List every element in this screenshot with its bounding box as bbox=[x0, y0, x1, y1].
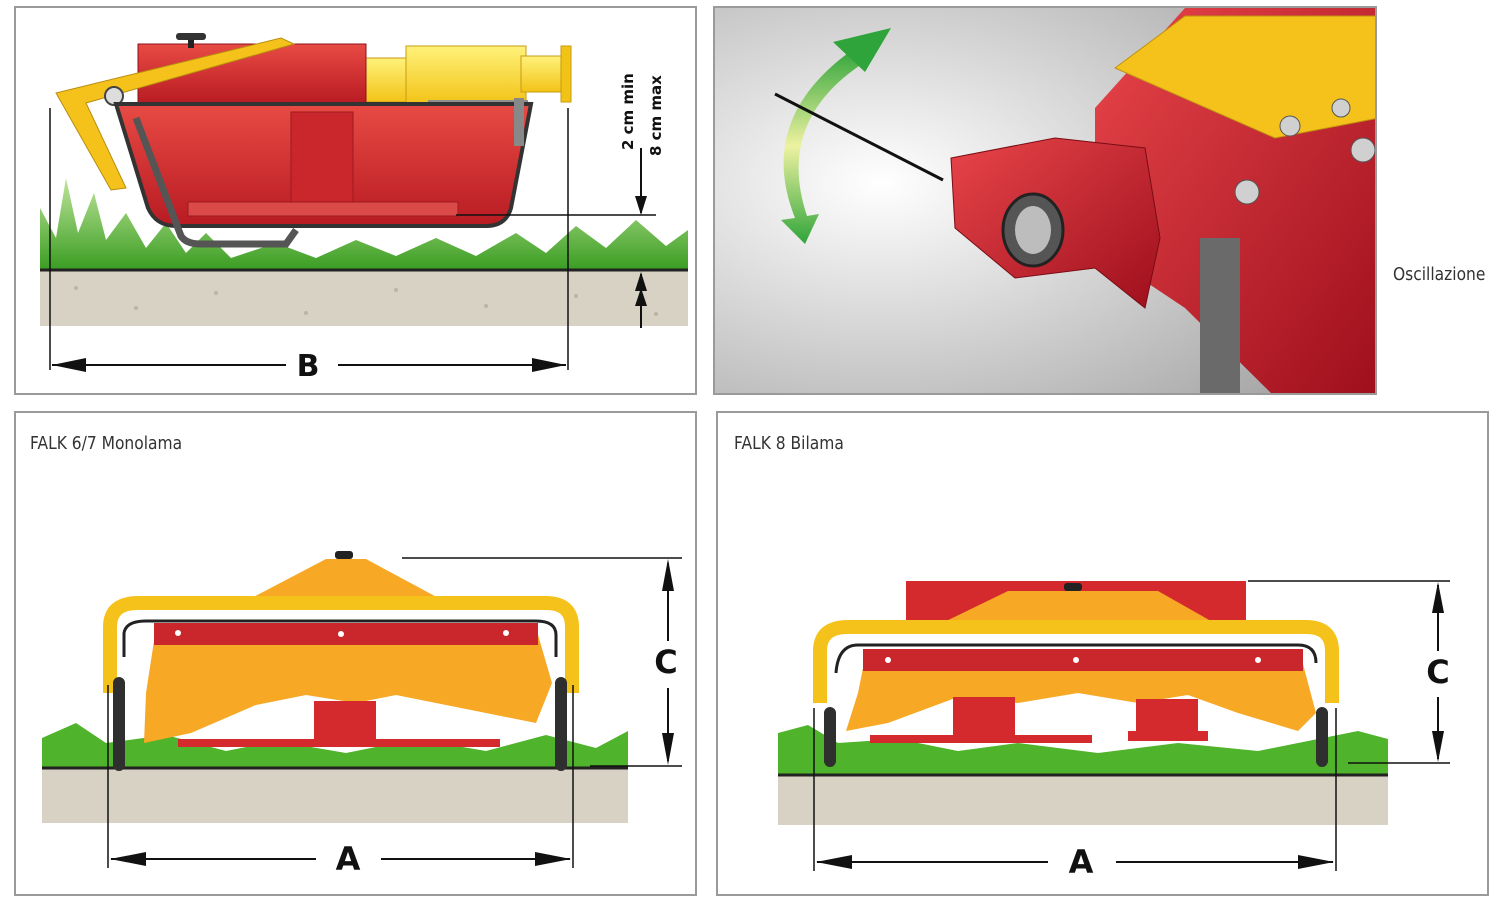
support-post bbox=[1200, 238, 1240, 393]
monolama-title: FALK 6/7 Monolama bbox=[30, 433, 183, 454]
bilama-panel: FALK 8 Bilama C bbox=[716, 411, 1489, 896]
dimension-a-label: A bbox=[1069, 843, 1094, 881]
knob-icon bbox=[176, 33, 206, 40]
blade-disc bbox=[187, 201, 459, 217]
dimension-b-label: B bbox=[297, 349, 320, 384]
oscillation-caption: Oscillazione bbox=[1393, 264, 1486, 285]
skid bbox=[132, 116, 299, 248]
monolama-diagram: C A bbox=[42, 551, 682, 878]
cutter-cover bbox=[144, 628, 552, 743]
bolt-icon bbox=[1234, 179, 1260, 205]
yellow-guard bbox=[813, 620, 1339, 703]
blade-disc bbox=[178, 739, 500, 747]
oscillation-diagram bbox=[715, 8, 1375, 393]
side-view-diagram: B 2 cm min 8 cm max bbox=[40, 33, 688, 384]
blade-disc-right bbox=[1128, 731, 1208, 741]
bilama-title: FALK 8 Bilama bbox=[734, 433, 844, 454]
cutter-cover bbox=[846, 653, 1316, 731]
pivot-bushing bbox=[1015, 206, 1051, 254]
oscillation-panel bbox=[713, 6, 1377, 395]
knob-icon bbox=[1064, 583, 1082, 591]
blade-disc-left bbox=[870, 735, 1092, 743]
cardan-shaft bbox=[405, 45, 527, 105]
yellow-guard bbox=[55, 37, 296, 191]
dimension-c-label: C bbox=[1426, 653, 1449, 691]
side-view-panel: B 2 cm min 8 cm max bbox=[14, 6, 697, 395]
monolama-panel: FALK 6/7 Monolama C A bbox=[14, 411, 697, 896]
height-max-label: 8 cm max bbox=[647, 75, 665, 156]
grass bbox=[778, 725, 1388, 775]
dimension-c-label: C bbox=[654, 643, 677, 681]
knob-icon bbox=[335, 551, 353, 559]
pointer-line bbox=[774, 92, 944, 182]
dimension-a-label: A bbox=[336, 840, 361, 878]
yellow-guard bbox=[103, 596, 579, 693]
oscillation-arrow-icon bbox=[781, 48, 865, 244]
ground bbox=[778, 775, 1388, 825]
ground bbox=[40, 270, 688, 326]
ground bbox=[42, 768, 628, 823]
grass bbox=[42, 723, 628, 768]
bilama-diagram: C A bbox=[778, 580, 1450, 881]
height-min-label: 2 cm min bbox=[619, 73, 637, 150]
